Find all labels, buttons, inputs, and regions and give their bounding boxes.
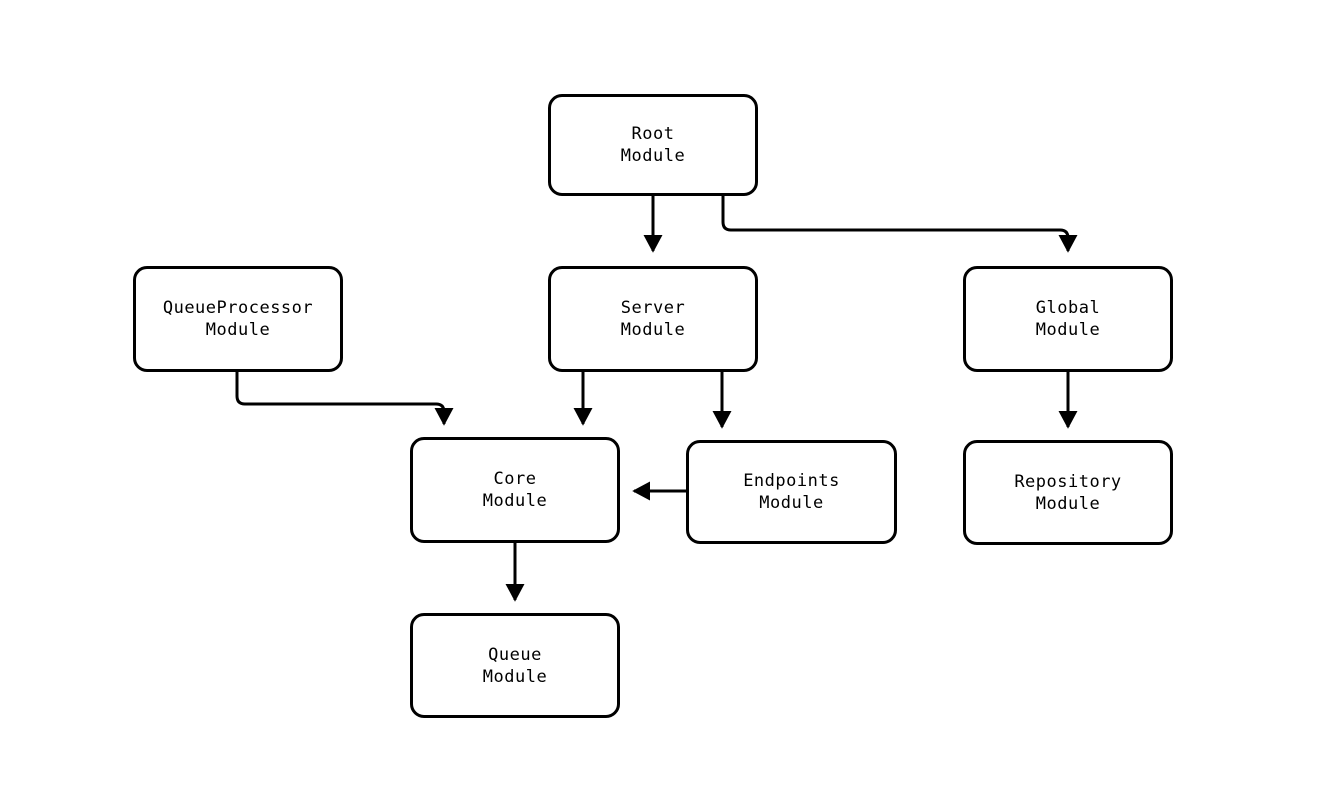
endpoints-module-label-line2: Module bbox=[759, 493, 824, 513]
server-module-node[interactable]: Server Module bbox=[548, 266, 758, 372]
core-module-label-line2: Module bbox=[482, 491, 548, 511]
root-module-label-line2: Module bbox=[620, 146, 686, 166]
core-module-label-line1: Core bbox=[493, 469, 537, 489]
global-module-label-line2: Module bbox=[1035, 320, 1101, 340]
core-module-node[interactable]: Core Module bbox=[410, 437, 620, 543]
queue-module-node[interactable]: Queue Module bbox=[410, 613, 620, 718]
edge-queueprocessor-to-core bbox=[235, 372, 454, 426]
server-module-label-line1: Server bbox=[620, 298, 686, 318]
queueprocessor-module-node[interactable]: QueueProcessor Module bbox=[133, 266, 343, 372]
global-module-label-line1: Global bbox=[1035, 298, 1101, 318]
global-module-node[interactable]: Global Module bbox=[963, 266, 1173, 372]
root-module-label-line1: Root bbox=[631, 124, 675, 144]
queue-module-label-line1: Queue bbox=[488, 644, 542, 665]
repository-module-label-line2: Module bbox=[1035, 493, 1101, 514]
queueprocessor-module-label-line1: QueueProcessor bbox=[162, 298, 314, 318]
repository-module-label-line1: Repository bbox=[1014, 471, 1122, 492]
queueprocessor-module-label-line2: Module bbox=[205, 320, 271, 340]
repository-module-node[interactable]: Repository Module bbox=[963, 440, 1173, 545]
root-module-node[interactable]: Root Module bbox=[548, 94, 758, 196]
endpoints-module-label-line1: Endpoints bbox=[743, 471, 840, 491]
server-module-label-line2: Module bbox=[620, 320, 686, 340]
queue-module-label-line2: Module bbox=[482, 666, 548, 687]
edge-root-to-global bbox=[721, 196, 1078, 253]
endpoints-module-node[interactable]: Endpoints Module bbox=[686, 440, 897, 544]
